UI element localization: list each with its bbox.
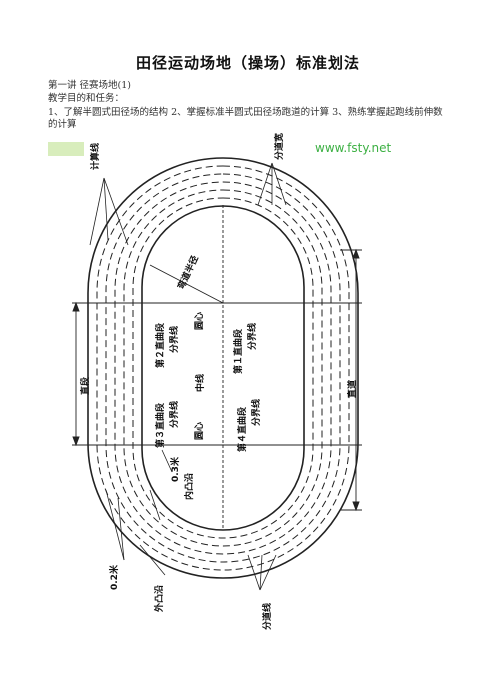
document-title: 田径运动场地（操场）标准划法 xyxy=(135,54,360,72)
bend-3-boundary-label: 分界线 xyxy=(168,401,180,428)
straight-dimension xyxy=(340,248,362,512)
lane-line xyxy=(105,173,341,563)
calc-line-label: 计算线 xyxy=(89,143,101,170)
center-lower-label: 圆心 xyxy=(194,422,205,440)
callout-lines xyxy=(89,162,287,591)
center-upper-label: 圆心 xyxy=(194,312,205,330)
watermark-block xyxy=(48,142,84,156)
segment-dimension xyxy=(72,301,80,447)
bend-1-label: 第１直曲段 xyxy=(232,328,244,374)
radius-line xyxy=(149,264,224,304)
watermark-text: www.fsty.net xyxy=(315,141,392,155)
bend-3-label: 第３直曲段 xyxy=(154,402,166,448)
midline-label: 中线 xyxy=(194,374,206,392)
segment-label: 直段 xyxy=(79,376,91,395)
bend-radius-label: 弯道半径 xyxy=(175,254,201,292)
bend-4-boundary-label: 分界线 xyxy=(250,399,262,426)
bend-1-boundary-label: 分界线 xyxy=(246,323,258,350)
bend-2-boundary-label: 分界线 xyxy=(168,326,180,353)
bend-2-label: 第２直曲段 xyxy=(154,322,166,368)
inner-kerb-label: 内凸沿 xyxy=(183,473,195,500)
distance-02-label: 0.2米 xyxy=(108,564,120,590)
lane-line xyxy=(114,181,332,555)
lecture-heading: 第一讲 径赛场地(1) xyxy=(48,80,131,91)
outer-lane-line xyxy=(87,157,359,579)
objectives-heading: 教学目的和任务： xyxy=(48,93,125,104)
distance-03-label: 0.3米 xyxy=(169,456,181,482)
straight-label: 直道 xyxy=(346,380,358,398)
bend-4-label: 第４直曲段 xyxy=(236,406,248,452)
division-lines xyxy=(72,205,362,530)
outer-kerb-label: 外凸沿 xyxy=(153,585,165,613)
lane-line xyxy=(123,189,323,547)
lane-line xyxy=(132,197,314,539)
lane-line-label: 分道线 xyxy=(261,603,273,630)
lane-width-label: 分道宽 xyxy=(273,133,285,160)
lane-line xyxy=(96,165,350,571)
objectives-text: 1、了解半圆式田径场的结构 2、掌握标准半圆式田径场跑道的计算 3、熟练掌握起跑… xyxy=(48,107,443,130)
